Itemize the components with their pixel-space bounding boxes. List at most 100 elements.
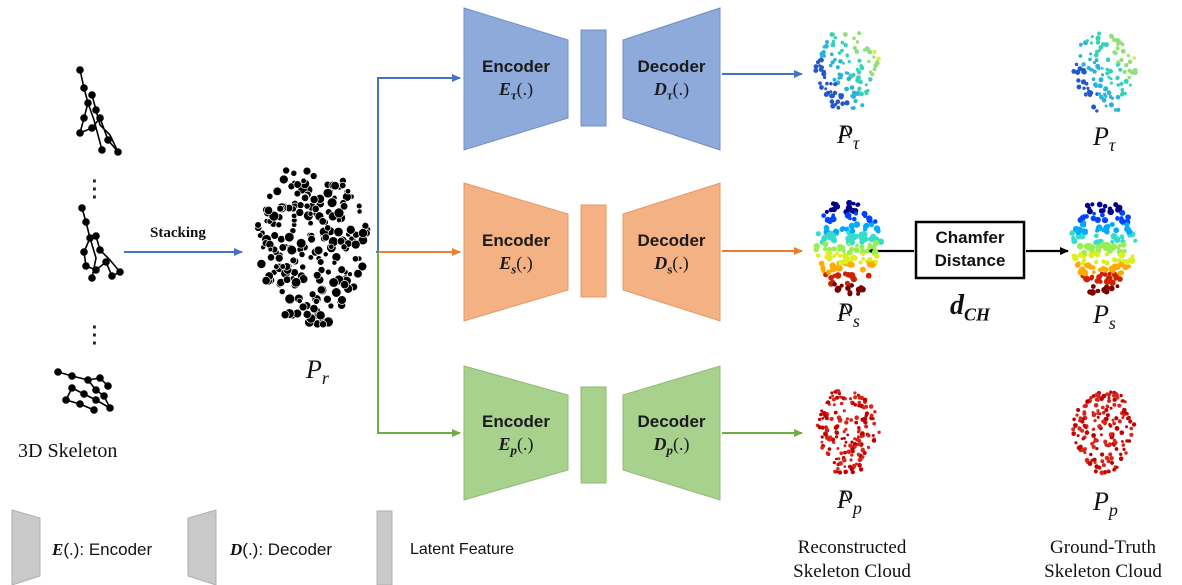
cloud-point bbox=[825, 40, 829, 44]
cloud-point bbox=[835, 395, 840, 400]
cloud-point bbox=[838, 461, 843, 466]
cloud-point bbox=[850, 94, 854, 98]
cloud-point bbox=[1103, 87, 1108, 92]
cloud-point bbox=[837, 457, 841, 461]
cloud-point bbox=[844, 100, 850, 106]
cloud-point bbox=[849, 207, 855, 214]
cloud-point bbox=[832, 281, 837, 287]
cloud-point bbox=[855, 91, 860, 97]
cloud-point bbox=[1107, 206, 1113, 211]
cloud-point bbox=[820, 445, 824, 450]
cloud-point bbox=[1112, 257, 1117, 262]
cloud-point bbox=[839, 245, 846, 251]
cloud-point bbox=[1115, 216, 1120, 221]
cloud-point bbox=[1121, 416, 1125, 420]
cloud-point bbox=[1121, 399, 1125, 403]
cloud-point bbox=[279, 263, 287, 270]
cloud-point bbox=[356, 208, 363, 215]
cloud-point bbox=[1082, 86, 1086, 91]
cloud-point bbox=[833, 425, 839, 430]
cloud-point bbox=[1120, 48, 1126, 54]
cloud-point bbox=[1095, 228, 1100, 233]
cloud-point bbox=[820, 409, 824, 413]
cloud-point bbox=[842, 436, 846, 440]
cloud-point bbox=[1132, 56, 1137, 60]
cloud-point bbox=[1102, 203, 1108, 209]
cloud-point bbox=[819, 65, 825, 70]
cloud-point bbox=[837, 72, 842, 77]
cloud-point bbox=[844, 86, 849, 92]
cloud-point bbox=[311, 204, 320, 213]
cloud-point bbox=[859, 435, 864, 439]
cloud-point bbox=[1106, 90, 1112, 96]
cloud-point bbox=[1094, 464, 1099, 469]
cloud-point bbox=[857, 86, 862, 91]
cloud-point bbox=[847, 291, 853, 297]
encoder-label: Encoder bbox=[481, 57, 551, 76]
cloud-point bbox=[826, 231, 832, 238]
cloud-point bbox=[1095, 40, 1101, 45]
recon-label-spatial: ^Ps bbox=[836, 298, 860, 332]
cloud-point bbox=[857, 457, 862, 463]
cloud-point bbox=[860, 103, 865, 108]
cloud-point bbox=[839, 401, 844, 406]
cloud-point bbox=[853, 445, 857, 449]
cloud-point bbox=[852, 255, 858, 261]
ground-truth-spatial-cloud bbox=[1069, 201, 1138, 296]
cloud-point bbox=[1071, 427, 1076, 432]
cloud-point bbox=[1115, 75, 1120, 81]
cloud-point bbox=[1082, 410, 1086, 415]
cloud-point bbox=[1095, 288, 1101, 294]
cloud-point bbox=[1092, 211, 1096, 216]
cloud-point bbox=[1076, 408, 1081, 412]
cloud-point bbox=[1069, 230, 1075, 236]
cloud-point bbox=[1080, 79, 1087, 85]
cloud-point bbox=[322, 188, 334, 199]
cloud-point bbox=[1096, 201, 1103, 208]
cloud-point bbox=[1115, 465, 1119, 469]
cloud-point bbox=[843, 450, 847, 455]
legend-decoder: D(.): Decoder bbox=[230, 540, 333, 559]
cloud-point bbox=[843, 254, 849, 261]
cloud-point bbox=[1106, 398, 1112, 403]
cloud-point bbox=[853, 221, 861, 228]
cloud-point bbox=[1105, 413, 1110, 418]
cloud-point bbox=[823, 246, 828, 252]
cloud-point bbox=[858, 79, 863, 85]
cloud-point bbox=[857, 400, 862, 405]
cloud-point bbox=[822, 241, 829, 248]
cloud-point bbox=[1090, 284, 1096, 289]
cloud-point bbox=[877, 430, 881, 434]
cloud-point bbox=[823, 92, 829, 97]
cloud-point bbox=[850, 440, 854, 444]
cloud-point bbox=[1105, 242, 1112, 250]
cloud-point bbox=[261, 276, 271, 286]
decoder-orange-shape bbox=[622, 182, 721, 322]
cloud-point bbox=[845, 285, 851, 291]
cloud-point bbox=[829, 416, 834, 421]
cloud-point bbox=[1101, 97, 1107, 103]
cloud-point bbox=[832, 77, 837, 82]
cloud-point bbox=[823, 432, 828, 437]
cloud-point bbox=[1084, 430, 1090, 435]
cloud-point bbox=[855, 202, 860, 207]
cloud-point bbox=[1104, 104, 1108, 108]
cloud-point bbox=[1105, 67, 1109, 72]
cloud-point bbox=[1124, 222, 1130, 228]
cloud-point bbox=[853, 99, 858, 103]
cloud-point bbox=[849, 233, 856, 240]
cloud-point bbox=[1089, 395, 1093, 400]
cloud-point bbox=[815, 231, 821, 237]
cloud-point bbox=[1118, 67, 1123, 72]
cloud-point bbox=[856, 452, 861, 457]
cloud-point bbox=[1122, 407, 1127, 413]
cloud-point bbox=[832, 90, 838, 96]
cloud-point bbox=[1091, 433, 1096, 438]
cloud-point bbox=[857, 31, 862, 36]
cloud-point bbox=[1087, 206, 1092, 211]
decoder-block-blue: Decoder Dτ(.) bbox=[623, 56, 720, 107]
cloud-point bbox=[1109, 455, 1114, 461]
gt-label-point: Pp bbox=[1093, 487, 1118, 521]
cloud-point bbox=[308, 290, 317, 299]
cloud-point bbox=[835, 470, 839, 474]
